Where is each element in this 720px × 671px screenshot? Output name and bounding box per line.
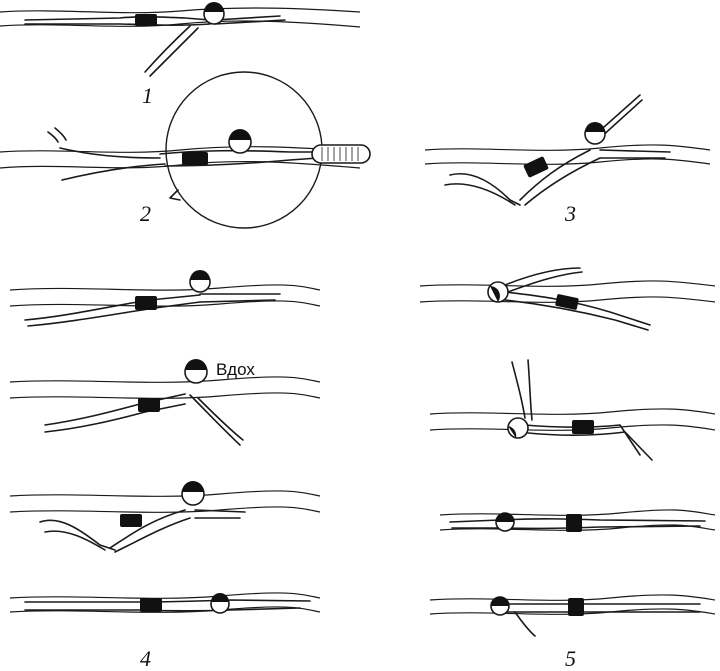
- swimmer-2: 2: [0, 71, 371, 229]
- figure-label-4: 4: [140, 646, 151, 671]
- figure-label-5: 5: [565, 646, 576, 671]
- swimmer-4b: Вдох: [9, 359, 321, 446]
- figure-label-2: 2: [140, 201, 151, 226]
- kickboard-hatch: [321, 147, 359, 161]
- rotation-arrow: [169, 189, 181, 201]
- swimmer-5b: [429, 359, 716, 461]
- swimmer-1: 1: [0, 2, 361, 108]
- swimmer-4c: [9, 481, 321, 553]
- swimmer-3: 3: [424, 94, 711, 226]
- swimmer-4a: [9, 270, 321, 327]
- swimmer-5d: 5: [429, 594, 716, 671]
- swimmer-4d: 4: [9, 592, 321, 671]
- swimmer-5a: [419, 267, 716, 331]
- figure-label-3: 3: [564, 201, 576, 226]
- figure-label-1: 1: [142, 83, 153, 108]
- inhale-label: Вдох: [216, 360, 255, 379]
- swimmer-5c: [439, 509, 716, 532]
